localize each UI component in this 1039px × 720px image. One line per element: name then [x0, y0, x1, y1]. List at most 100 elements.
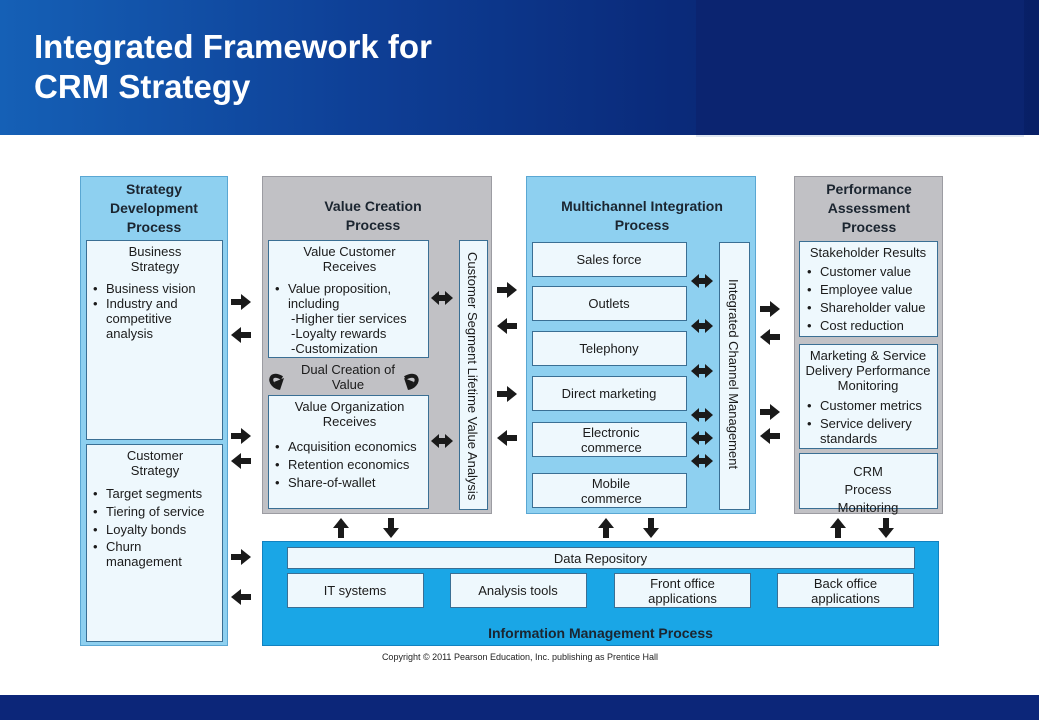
value-sub-item: -Customization [291, 341, 378, 356]
value-customer-receives-title: Value Customer Receives [303, 244, 396, 274]
multichannel-heading: Multichannel Integration Process [561, 198, 723, 233]
arrow-right-icon [231, 428, 251, 444]
title-line-2: CRM Strategy [34, 68, 251, 105]
header-panel [696, 0, 1024, 137]
information-management-heading: Information Management Process [488, 625, 713, 641]
double-arrow-icon [691, 364, 713, 378]
footer-bar [0, 695, 1039, 720]
information-management-process: Data Repository IT systems Analysis tool… [262, 541, 939, 646]
business-item: Industry and competitive analysis [92, 296, 196, 341]
double-arrow-icon [691, 408, 713, 422]
copyright-notice: Copyright © 2011 Pearson Education, Inc.… [381, 652, 659, 662]
arrow-left-icon [497, 430, 517, 446]
value-organization-list: Acquisition economics Retention economic… [274, 438, 424, 492]
arrow-left-icon [760, 428, 780, 444]
dual-creation-left-curve-icon [269, 373, 283, 390]
arrow-left-icon [231, 327, 251, 343]
channel-box-sales-force: Sales force [532, 242, 687, 277]
performance-assessment-process: Performance Assessment Process Stakehold… [794, 176, 943, 515]
arrow-right-icon [231, 549, 251, 565]
customer-strategy-title: Customer Strategy [126, 448, 184, 478]
arrow-right-icon [231, 294, 251, 310]
stakeholder-item: Employee value [806, 281, 934, 299]
organization-item: Share-of-wallet [274, 474, 424, 492]
business-strategy-list: Business vision Industry and competitive… [92, 281, 220, 341]
arrow-right-icon [760, 301, 780, 317]
double-arrow-icon [431, 291, 453, 305]
channel-label: Electronic commerce [581, 425, 642, 455]
double-arrow-icon [691, 431, 713, 445]
customer-item: Target segments [92, 485, 220, 503]
customer-item: Loyalty bonds [92, 521, 220, 539]
strategy-development-process: Strategy Development Process Business St… [80, 176, 228, 646]
stakeholder-results-box: Stakeholder Results Customer value Emplo… [799, 241, 938, 337]
value-creation-process: Value Creation Process Value Customer Re… [262, 176, 492, 514]
channel-label: Direct marketing [561, 386, 657, 401]
info-box-label: Front office applications [648, 576, 717, 606]
value-organization-title: Value Organization Receives [294, 399, 405, 429]
customer-segment-analysis-box: Customer Segment Lifetime Value Analysis [459, 240, 488, 510]
strategy-heading: Strategy Development Process [110, 181, 198, 235]
value-customer-receives-box: Value Customer Receives Value propositio… [268, 240, 429, 358]
arrow-up-icon [333, 518, 349, 538]
channel-label: Sales force [576, 252, 642, 267]
arrow-left-icon [497, 318, 517, 334]
integrated-channel-management-label: Integrated Channel Management [726, 279, 741, 470]
crm-process-monitoring-label: CRM Process Monitoring [837, 464, 899, 515]
info-box-label: Back office applications [811, 576, 880, 606]
value-organization-receives-box: Value Organization Receives Acquisition … [268, 395, 429, 509]
arrow-right-icon [497, 386, 517, 402]
arrow-up-icon [598, 518, 614, 538]
value-customer-receives-list: Value proposition, including [274, 281, 424, 311]
customer-strategy-list: Target segments Tiering of service Loyal… [92, 485, 220, 569]
performance-heading: Performance Assessment Process [826, 181, 912, 235]
value-proposition-item: Value proposition, including [274, 281, 406, 311]
stakeholder-results-list: Customer value Employee value Shareholde… [806, 263, 934, 335]
title-line-1: Integrated Framework for [34, 28, 432, 65]
it-systems-box: IT systems [287, 573, 424, 608]
value-heading: Value Creation Process [324, 198, 422, 233]
arrow-right-icon [760, 404, 780, 420]
value-sub-item: -Higher tier services [291, 311, 407, 326]
arrow-down-icon [383, 518, 399, 538]
dual-creation-right-curve-icon [404, 373, 419, 390]
marketing-service-monitoring-box: Marketing & Service Delivery Performance… [799, 344, 938, 449]
business-item: Business vision [92, 281, 220, 296]
info-box-label: IT systems [323, 583, 387, 598]
stakeholder-item: Customer value [806, 263, 934, 281]
customer-segment-lifetime-value-label: Customer Segment Lifetime Value Analysis [465, 251, 480, 501]
arrow-up-icon [830, 518, 846, 538]
arrow-left-icon [231, 589, 251, 605]
arrow-down-icon [643, 518, 659, 538]
marketing-item: Customer metrics [806, 398, 934, 413]
arrow-down-icon [878, 518, 894, 538]
organization-item: Retention economics [274, 456, 424, 474]
dual-creation-label: Dual Creation of Value [301, 362, 395, 392]
double-arrow-icon [431, 434, 453, 448]
value-sub-item: -Loyalty rewards [291, 326, 387, 341]
slide-title: Integrated Framework for CRM Strategy [34, 27, 674, 107]
data-repository-box: Data Repository [287, 547, 915, 569]
channel-box-outlets: Outlets [532, 286, 687, 321]
front-office-applications-box: Front office applications [614, 573, 751, 608]
channel-box-mobile-commerce: Mobile commerce [532, 473, 687, 508]
stakeholder-item: Shareholder value [806, 299, 934, 317]
arrow-right-icon [497, 282, 517, 298]
marketing-service-monitoring-title: Marketing & Service Delivery Performance… [805, 348, 931, 393]
dual-creation-right-arrowhead-icon [404, 378, 414, 390]
channel-box-telephony: Telephony [532, 331, 687, 366]
double-arrow-icon [691, 319, 713, 333]
business-strategy-title: Business Strategy [128, 244, 182, 274]
double-arrow-icon [691, 454, 713, 468]
stakeholder-results-title: Stakeholder Results [809, 245, 927, 260]
customer-item: Tiering of service [92, 503, 220, 521]
arrow-left-icon [760, 329, 780, 345]
multichannel-integration-process: Multichannel Integration Process Sales f… [526, 176, 756, 514]
customer-item: Churn management [92, 539, 182, 569]
channel-label: Outlets [588, 296, 630, 311]
data-repository-label: Data Repository [553, 551, 648, 566]
marketing-service-monitoring-list: Customer metrics Service delivery standa… [806, 398, 934, 446]
arrow-left-icon [231, 453, 251, 469]
crm-process-monitoring-box: CRM Process Monitoring [799, 453, 938, 515]
